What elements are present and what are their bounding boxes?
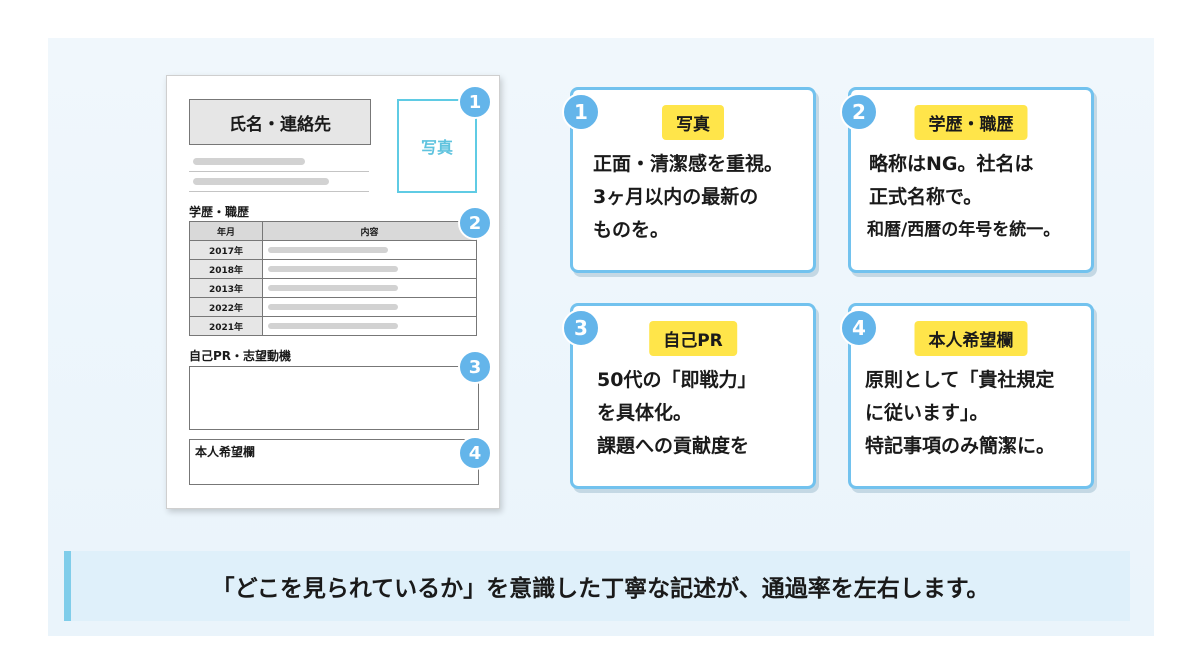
- card-history: 学歴・職歴 略称はNG。社名は 正式名称で。 和暦/西暦の年号を統一。: [848, 87, 1094, 273]
- card-title: 本人希望欄: [914, 321, 1028, 356]
- table-header-year: 年月: [189, 221, 263, 241]
- year-cell: 2018年: [189, 259, 263, 279]
- pr-box: [189, 366, 479, 430]
- card-line: ものを。: [593, 219, 670, 241]
- pr-section-label: 自己PR・志望動機: [189, 349, 292, 363]
- card-line: 和暦/西暦の年号を統一。: [867, 220, 1061, 240]
- table-row: 2021年: [189, 316, 477, 336]
- card-line: 略称はNG。社名は: [869, 153, 1034, 175]
- card-body: 原則として「貴社規定 に従います」。 特記事項のみ簡潔に。: [865, 364, 1083, 463]
- card-body: 略称はNG。社名は 正式名称で。 和暦/西暦の年号を統一。: [867, 148, 1083, 247]
- table-row: 2017年: [189, 240, 477, 260]
- placeholder-line: [193, 178, 329, 185]
- card-line: 50代の「即戦力」: [597, 369, 757, 391]
- card-line: に従います」。: [865, 402, 989, 424]
- year-cell: 2017年: [189, 240, 263, 260]
- card-body: 正面・清潔感を重視。 3ヶ月以内の最新の ものを。: [593, 148, 805, 247]
- table-row: 2018年: [189, 259, 477, 279]
- placeholder-line: [268, 304, 398, 310]
- wish-section-label: 本人希望欄: [195, 445, 256, 459]
- card-body: 50代の「即戦力」 を具体化。 課題への貢献度を: [597, 364, 805, 463]
- placeholder-line: [193, 158, 305, 165]
- year-cell: 2022年: [189, 297, 263, 317]
- table-header-content: 内容: [262, 221, 477, 241]
- card-wish: 本人希望欄 原則として「貴社規定 に従います」。 特記事項のみ簡潔に。: [848, 303, 1094, 489]
- resume-sheet: 氏名・連絡先 写真 学歴・職歴 年月 内容 2017年 2018年 2013年 …: [166, 75, 500, 509]
- summary-banner: 「どこを見られているか」を意識した丁寧な記述が、通過率を左右します。: [64, 551, 1130, 621]
- card-number-3: 3: [562, 309, 600, 347]
- card-number-4: 4: [840, 309, 878, 347]
- year-cell: 2013年: [189, 278, 263, 298]
- divider: [189, 171, 369, 172]
- photo-box: 写真: [397, 99, 477, 193]
- card-line: 正式名称で。: [869, 186, 983, 208]
- year-cell: 2021年: [189, 316, 263, 336]
- placeholder-line: [268, 247, 388, 253]
- divider: [189, 191, 369, 192]
- card-line: を具体化。: [597, 402, 693, 424]
- history-table: 年月 内容 2017年 2018年 2013年 2022年 2021年: [189, 221, 477, 336]
- marker-2: 2: [458, 206, 492, 240]
- marker-4: 4: [458, 436, 492, 470]
- card-line: 原則として「貴社規定: [865, 369, 1055, 391]
- card-line: 特記事項のみ簡潔に。: [865, 435, 1056, 457]
- card-title: 学歴・職歴: [914, 105, 1028, 140]
- wish-box: 本人希望欄: [189, 439, 479, 485]
- card-photo: 写真 正面・清潔感を重視。 3ヶ月以内の最新の ものを。: [570, 87, 816, 273]
- card-number-1: 1: [562, 93, 600, 131]
- card-title: 写真: [662, 105, 724, 140]
- placeholder-line: [268, 323, 398, 329]
- marker-1: 1: [458, 85, 492, 119]
- placeholder-line: [268, 266, 398, 272]
- table-row: 2022年: [189, 297, 477, 317]
- history-section-label: 学歴・職歴: [189, 205, 250, 219]
- card-line: 正面・清潔感を重視。: [593, 153, 784, 175]
- marker-3: 3: [458, 350, 492, 384]
- name-contact-box: 氏名・連絡先: [189, 99, 371, 145]
- card-line: 3ヶ月以内の最新の: [593, 186, 759, 208]
- placeholder-line: [268, 285, 398, 291]
- card-number-2: 2: [840, 93, 878, 131]
- table-row: 2013年: [189, 278, 477, 298]
- card-line: 課題への貢献度を: [597, 435, 750, 457]
- card-pr: 自己PR 50代の「即戦力」 を具体化。 課題への貢献度を: [570, 303, 816, 489]
- card-title: 自己PR: [649, 321, 737, 356]
